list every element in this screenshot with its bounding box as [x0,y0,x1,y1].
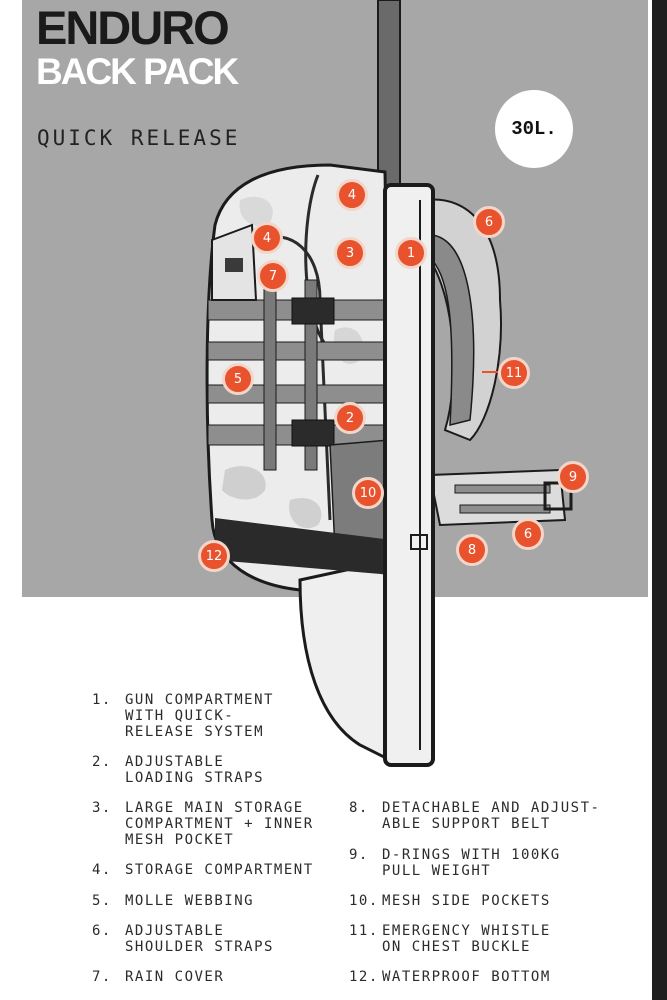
legend-text: EMERGENCY WHISTLE ON CHEST BUCKLE [382,923,551,955]
marker-4-top: 4 [336,179,368,211]
marker-8: 8 [456,534,488,566]
strap-buckle [291,297,335,325]
legend-item: 12. WATERPROOF BOTTOM [349,969,551,985]
marker-6-bottom: 6 [512,518,544,550]
legend-text: WATERPROOF BOTTOM [382,969,551,985]
legend-text: LARGE MAIN STORAGE COMPARTMENT + INNER M… [125,800,314,848]
legend-text: MESH SIDE POCKETS [382,893,551,909]
camo-patch [289,498,322,529]
legend-item: 10. MESH SIDE POCKETS [349,893,551,909]
marker-2: 2 [334,402,366,434]
marker-9: 9 [557,461,589,493]
marker-6-top: 6 [473,206,505,238]
hip-belt-webbing [454,484,551,494]
legend-text: ADJUSTABLE LOADING STRAPS [125,754,265,786]
title-line-2: BACK PACK [36,51,239,92]
legend-text: RAIN COVER [125,969,225,985]
strap-buckle [291,419,335,447]
legend-item: 4. STORAGE COMPARTMENT [92,862,314,878]
legend-item: 8. DETACHABLE AND ADJUST- ABLE SUPPORT B… [349,800,600,832]
capacity-badge: 30L. [495,90,573,168]
legend-number: 8. [349,800,369,816]
back-mesh-shape [431,234,475,426]
legend-number: 2. [92,754,112,770]
pocket-label-patch [225,258,243,272]
legend-number: 10. [349,893,379,909]
legend-number: 12. [349,969,379,985]
legend-item: 5. MOLLE WEBBING [92,893,254,909]
legend-number: 11. [349,923,379,939]
legend-text: ADJUSTABLE SHOULDER STRAPS [125,923,274,955]
waterproof-bottom-band [215,518,392,575]
right-edge-bar [652,0,667,1000]
legend-number: 9. [349,847,369,863]
legend-text: D-RINGS WITH 100KG PULL WEIGHT [382,847,561,879]
marker-3: 3 [334,237,366,269]
legend-item: 1. GUN COMPARTMENT WITH QUICK- RELEASE S… [92,692,274,740]
marker-10: 10 [352,477,384,509]
marker-12: 12 [198,540,230,572]
rain-cover-shape [298,558,394,763]
legend-text: MOLLE WEBBING [125,893,255,909]
legend-item: 2. ADJUSTABLE LOADING STRAPS [92,754,264,786]
marker-7: 7 [257,260,289,292]
legend-number: 3. [92,800,112,816]
legend-item: 11. EMERGENCY WHISTLE ON CHEST BUCKLE [349,923,551,955]
legend-text: DETACHABLE AND ADJUST- ABLE SUPPORT BELT [382,800,601,832]
legend-item: 6. ADJUSTABLE SHOULDER STRAPS [92,923,274,955]
marker-1: 1 [395,237,427,269]
legend-number: 4. [92,862,112,878]
marker-4-side: 4 [251,222,283,254]
legend-number: 7. [92,969,112,985]
legend-number: 5. [92,893,112,909]
legend-item: 3. LARGE MAIN STORAGE COMPARTMENT + INNE… [92,800,314,848]
legend-item: 9. D-RINGS WITH 100KG PULL WEIGHT [349,847,561,879]
subtitle: QUICK RELEASE [37,126,241,150]
camo-patch [222,466,266,500]
legend-number: 1. [92,692,112,708]
legend-text: GUN COMPARTMENT WITH QUICK- RELEASE SYST… [125,692,274,740]
camo-patch [239,196,273,226]
legend-text: STORAGE COMPARTMENT [125,862,314,878]
title-line-1: ENDURO [36,1,230,54]
legend-number: 6. [92,923,112,939]
marker-11: 11 [498,357,530,389]
quick-release-clip [410,534,428,550]
marker-5: 5 [222,363,254,395]
legend-item: 7. RAIN COVER [92,969,224,985]
